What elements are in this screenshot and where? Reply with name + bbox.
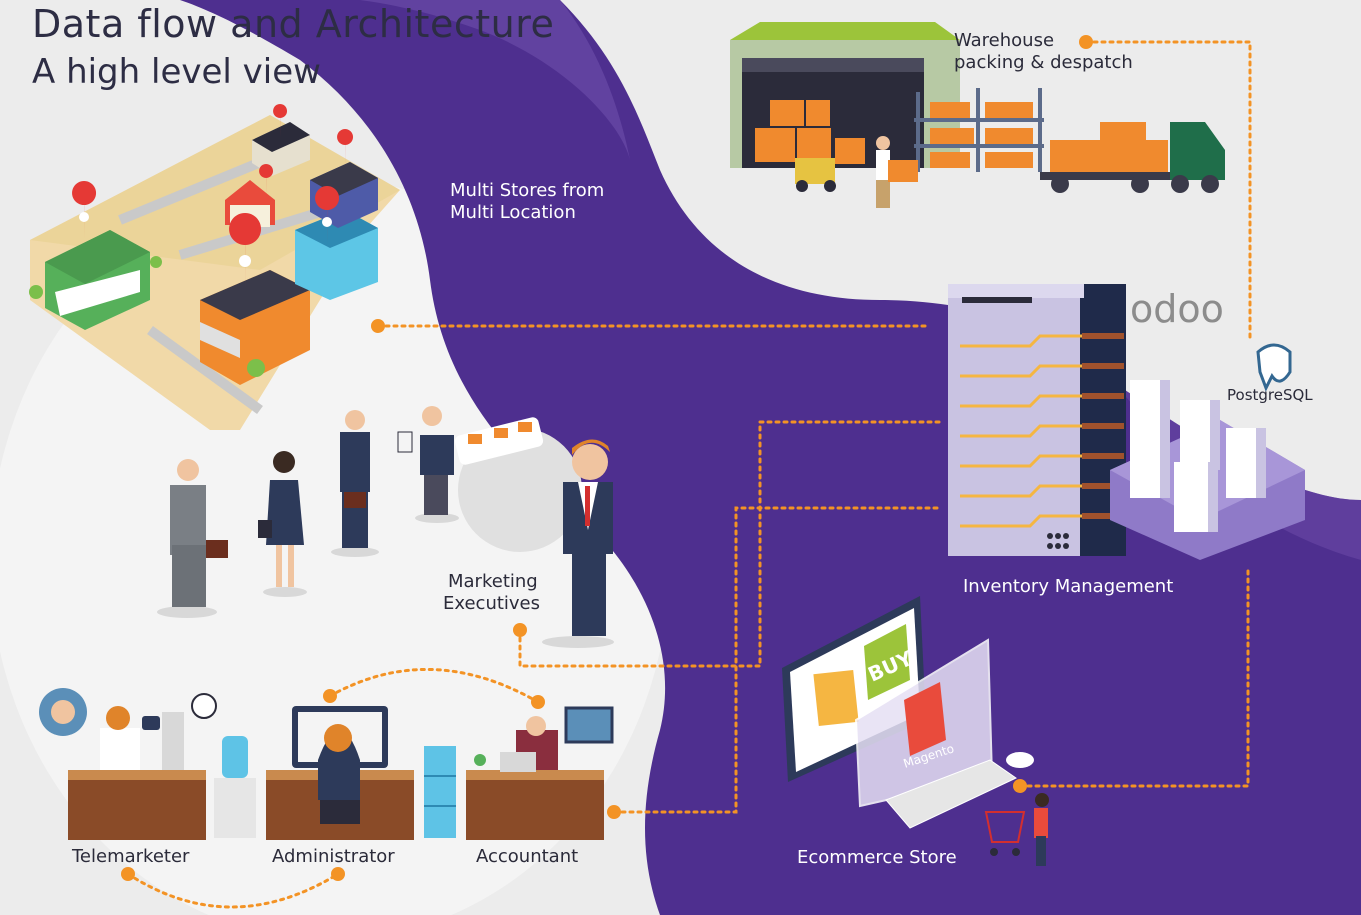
stores-map-illustration	[29, 104, 400, 430]
telemarketer-label: Telemarketer	[72, 846, 190, 867]
warehouse-illustration	[730, 22, 1225, 208]
warehouse-label-line2: packing & despatch	[954, 52, 1133, 73]
postgres-logo-text: PostgreSQL	[1227, 386, 1313, 404]
inventory-label: Inventory Management	[963, 576, 1174, 597]
connector-warehouse-postgres	[1084, 40, 1252, 342]
connector-admin-accountant	[328, 668, 540, 704]
inventory-server-illustration	[948, 284, 1305, 560]
accountant-label: Accountant	[476, 846, 579, 867]
warehouse-label-line1: Warehouse	[954, 30, 1055, 51]
purple-swoosh	[180, 0, 1361, 915]
office-illustration	[39, 688, 614, 840]
page-subtitle: A high level view	[32, 52, 321, 92]
connector-marketing-inventory	[518, 420, 942, 668]
business-people-illustration	[157, 406, 614, 648]
stores-label-line2: Multi Location	[450, 202, 576, 223]
page-title: Data flow and Architecture	[32, 2, 555, 46]
ecommerce-illustration	[782, 596, 1049, 866]
connector-accountant-inventory	[612, 506, 942, 814]
stores-label-line1: Multi Stores from	[450, 180, 605, 201]
postgres-logo-icon	[1256, 343, 1292, 392]
ecommerce-label: Ecommerce Store	[797, 847, 957, 868]
connector-ecommerce-inventory	[1018, 568, 1250, 788]
connector-lines	[126, 40, 1252, 909]
marketing-label-line2: Executives	[443, 593, 541, 614]
connector-dots	[121, 35, 1093, 881]
odoo-logo: odoo	[1130, 287, 1224, 331]
marketing-label-line1: Marketing	[448, 571, 538, 592]
connector-telemarketer-admin	[126, 872, 340, 909]
administrator-label: Administrator	[272, 846, 395, 867]
